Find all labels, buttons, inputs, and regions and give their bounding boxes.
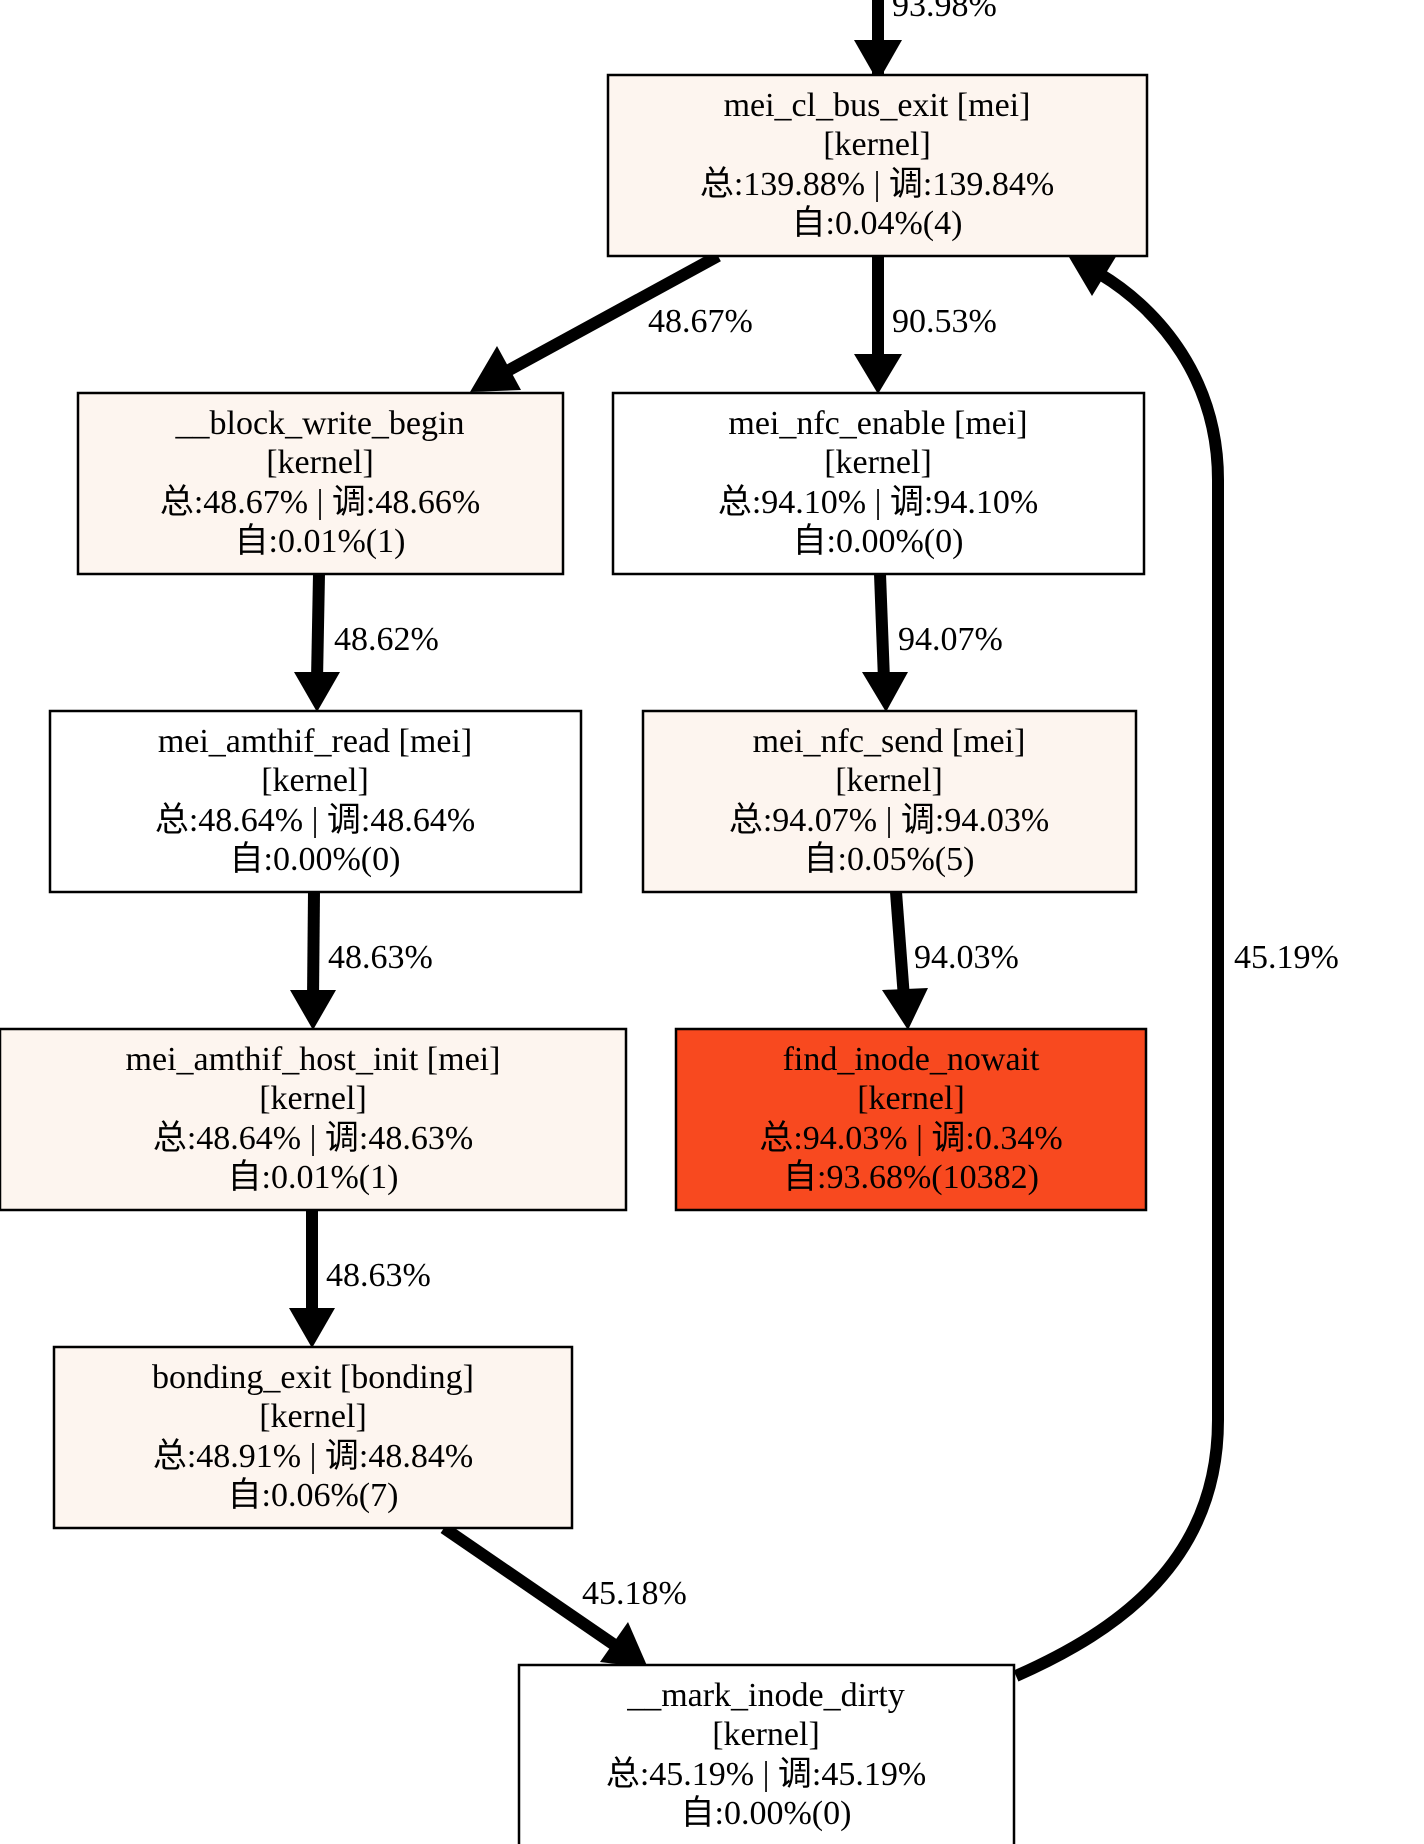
node-totals: 总:94.10% | 调:94.10%: [718, 483, 1038, 521]
node-box: [0, 1027, 628, 1212]
edges: 93.98% 48.67% 90.53% 48.62% 94.07%: [289, 0, 1339, 1682]
node-self: 自:0.00%(0): [230, 840, 401, 878]
node-mei-nfc-enable[interactable]: mei_nfc_enable [mei] [kernel] 总:94.10% |…: [611, 391, 1146, 576]
edge-host-init-to-bonding-exit[interactable]: 48.63%: [289, 1210, 431, 1348]
node-mei-nfc-send[interactable]: mei_nfc_send [mei] [kernel] 总:94.07% | 调…: [641, 709, 1138, 894]
node-mei-amthif-read[interactable]: mei_amthif_read [mei] [kernel] 总:48.64% …: [48, 709, 583, 894]
node-name: mei_nfc_enable [mei]: [728, 405, 1027, 442]
node-find-inode-nowait[interactable]: find_inode_nowait [kernel] 总:94.03% | 调:…: [674, 1027, 1148, 1212]
edge-bus-exit-to-nfc-enable[interactable]: 90.53%: [854, 256, 997, 394]
edge-label-bonding-exit-to-mark-inode: 45.18%: [582, 1575, 687, 1612]
node-box: [517, 1663, 1016, 1844]
node-mei-amthif-host-init[interactable]: mei_amthif_host_init [mei] [kernel] 总:48…: [0, 1027, 628, 1212]
node-self: 自:93.68%(10382): [783, 1158, 1039, 1196]
node-box: [52, 1345, 574, 1530]
node-mark-inode-dirty[interactable]: __mark_inode_dirty [kernel] 总:45.19% | 调…: [517, 1663, 1016, 1844]
node-box: [48, 709, 583, 894]
node-totals: 总:94.03% | 调:0.34%: [759, 1119, 1062, 1157]
edge-label-host-init-to-bonding-exit: 48.63%: [326, 1257, 431, 1294]
edge-label-bus-exit-to-block-write: 48.67%: [648, 303, 753, 340]
node-name: mei_amthif_read [mei]: [158, 723, 472, 760]
node-mei-cl-bus-exit[interactable]: mei_cl_bus_exit [mei] [kernel] 总:139.88%…: [606, 73, 1149, 258]
edge-nfc-enable-to-nfc-send[interactable]: 94.07%: [862, 573, 1003, 712]
node-self: 自:0.01%(1): [228, 1158, 399, 1196]
node-name: mei_nfc_send [mei]: [753, 723, 1026, 760]
node-module: [kernel]: [823, 126, 931, 163]
node-box: [674, 1027, 1148, 1212]
node-self: 自:0.00%(0): [793, 522, 964, 560]
edge-label-amthif-read-to-host-init: 48.63%: [328, 939, 433, 976]
edge-bonding-exit-to-mark-inode[interactable]: 45.18%: [440, 1523, 687, 1668]
node-box: [641, 709, 1138, 894]
node-self: 自:0.05%(5): [804, 840, 975, 878]
edge-amthif-read-to-host-init[interactable]: 48.63%: [290, 891, 433, 1030]
node-box: [611, 391, 1146, 576]
nodes: mei_cl_bus_exit [mei] [kernel] 总:139.88%…: [0, 73, 1149, 1844]
edge-label-nfc-send-to-find-inode: 94.03%: [914, 939, 1019, 976]
node-module: [kernel]: [857, 1080, 965, 1117]
node-totals: 总:48.91% | 调:48.84%: [153, 1437, 473, 1475]
edge-incoming-top[interactable]: 93.98%: [854, 0, 997, 82]
node-totals: 总:48.67% | 调:48.66%: [160, 483, 480, 521]
node-module: [kernel]: [259, 1398, 367, 1435]
node-name: mei_cl_bus_exit [mei]: [724, 87, 1031, 124]
node-self: 自:0.00%(0): [681, 1794, 852, 1832]
edge-nfc-send-to-find-inode[interactable]: 94.03%: [882, 891, 1019, 1030]
node-totals: 总:94.07% | 调:94.03%: [729, 801, 1049, 839]
edge-label-incoming: 93.98%: [892, 0, 997, 24]
node-self: 自:0.04%(4): [792, 204, 963, 242]
node-block-write-begin[interactable]: __block_write_begin [kernel] 总:48.67% | …: [76, 391, 565, 576]
node-name: bonding_exit [bonding]: [152, 1359, 474, 1396]
edge-block-write-to-amthif-read[interactable]: 48.62%: [294, 573, 439, 712]
node-totals: 总:48.64% | 调:48.64%: [155, 801, 475, 839]
node-bonding-exit[interactable]: bonding_exit [bonding] [kernel] 总:48.91%…: [52, 1345, 574, 1530]
edge-bus-exit-to-block-write[interactable]: 48.67%: [470, 250, 753, 392]
edge-mark-inode-to-bus-exit[interactable]: 45.19%: [1013, 252, 1339, 1682]
node-name: __mark_inode_dirty: [626, 1677, 905, 1714]
edge-label-bus-exit-to-nfc-enable: 90.53%: [892, 303, 997, 340]
edge-label-mark-inode-to-bus-exit: 45.19%: [1234, 939, 1339, 976]
node-box: [76, 391, 565, 576]
node-module: [kernel]: [259, 1080, 367, 1117]
node-self: 自:0.06%(7): [228, 1476, 399, 1514]
node-name: __block_write_begin: [175, 405, 465, 442]
node-self: 自:0.01%(1): [235, 522, 406, 560]
node-name: mei_amthif_host_init [mei]: [126, 1041, 501, 1078]
node-totals: 总:48.64% | 调:48.63%: [153, 1119, 473, 1157]
node-module: [kernel]: [261, 762, 369, 799]
node-module: [kernel]: [835, 762, 943, 799]
node-module: [kernel]: [824, 444, 932, 481]
node-module: [kernel]: [712, 1716, 820, 1753]
edge-label-nfc-enable-to-nfc-send: 94.07%: [898, 621, 1003, 658]
node-module: [kernel]: [266, 444, 374, 481]
node-name: find_inode_nowait: [783, 1041, 1040, 1078]
node-box: [606, 73, 1149, 258]
edge-label-block-write-to-amthif-read: 48.62%: [334, 621, 439, 658]
node-totals: 总:139.88% | 调:139.84%: [700, 165, 1054, 203]
node-totals: 总:45.19% | 调:45.19%: [606, 1755, 926, 1793]
